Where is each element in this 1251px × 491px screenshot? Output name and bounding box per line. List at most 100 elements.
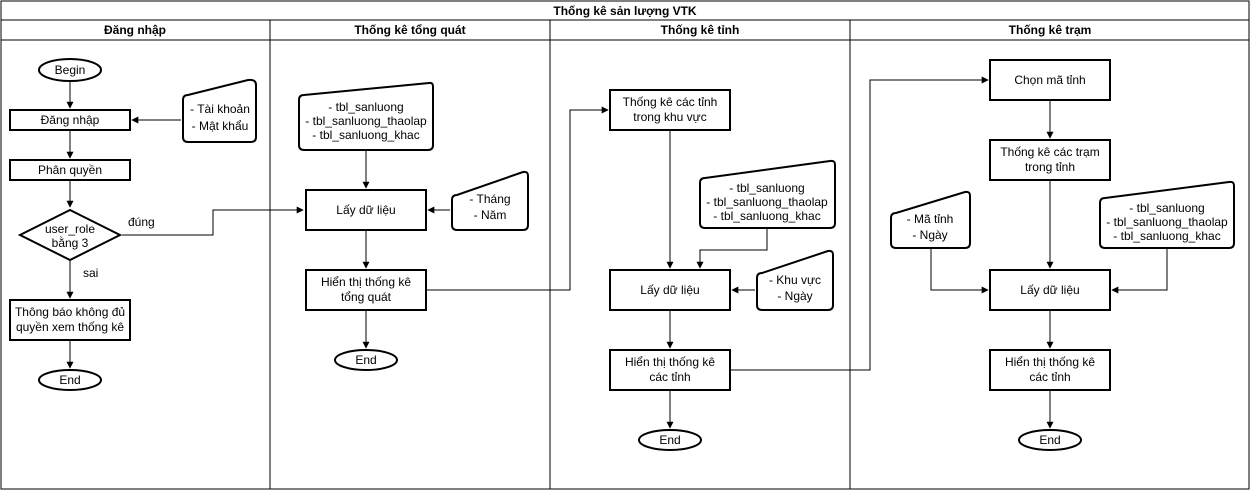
station-tables-line1: - tbl_sanluong [1129, 201, 1204, 215]
station-get-data-shape [989, 269, 1111, 311]
station-get-data: Lấy dữ liệu [989, 269, 1111, 311]
begin-label: Begin [55, 63, 86, 77]
province-tables-line3: - tbl_sanluong_khac [713, 209, 820, 223]
province-tables-line2: - tbl_sanluong_thaolap [706, 195, 828, 209]
login-step-shape [9, 109, 131, 131]
station-end-node: End [1018, 429, 1082, 451]
overview-input-shape [451, 170, 529, 231]
edge-station-input [930, 248, 989, 294]
station-end-label: End [1039, 433, 1060, 447]
overview-input-line1: - Tháng [469, 192, 510, 206]
station-stats-line1: Thống kê các trạm [1000, 145, 1099, 159]
diagram-title: Thống kê sản lượng VTK [553, 4, 697, 18]
overview-show-shape [305, 269, 427, 311]
province-get-data-shape [609, 269, 731, 311]
lane-overview: - tbl_sanluong - tbl_sanluong_thaolap - … [298, 81, 529, 371]
role-decision: user_role bằng 3 [17, 208, 123, 262]
authorize-label: Phân quyền [38, 163, 102, 177]
province-stats: Thống kê các tỉnh trong khu vực [609, 89, 731, 131]
authorize-shape [9, 159, 131, 181]
overview-show: Hiển thị thống kê tổng quát [305, 269, 427, 311]
province-end-label: End [659, 433, 680, 447]
station-tables-line2: - tbl_sanluong_thaolap [1106, 215, 1228, 229]
station-tables: - tbl_sanluong - tbl_sanluong_thaolap - … [1099, 180, 1235, 249]
station-end-shape [1018, 429, 1082, 451]
yes-label: đúng [128, 215, 155, 229]
lane-title-station: Thống kê trạm [1009, 23, 1092, 37]
connectors [66, 76, 1168, 429]
province-show-line1: Hiển thị thống kê [625, 355, 715, 369]
edge-province-tables [696, 228, 768, 269]
station-stats: Thống kê các trạm trong tỉnh [989, 139, 1111, 181]
province-input-shape [756, 249, 834, 311]
province-tables-line1: - tbl_sanluong [729, 181, 804, 195]
deny-message: Thông báo không đủ quyền xem thống kê [9, 299, 131, 341]
province-input-line1: - Khu vực [769, 273, 821, 287]
overview-get-data: Lấy dữ liệu [305, 189, 427, 231]
credentials-line1: - Tài khoản [190, 102, 250, 116]
province-get-data: Lấy dữ liệu [609, 269, 731, 311]
station-show-line2: các tỉnh [1029, 370, 1070, 384]
station-choose: Chọn mã tỉnh [989, 59, 1111, 101]
login-end-shape [38, 369, 102, 391]
station-input-line2: - Ngày [912, 228, 947, 242]
overview-tables-line3: - tbl_sanluong_khac [312, 128, 419, 142]
overview-get-data-shape [305, 189, 427, 231]
station-input-shape [890, 190, 971, 249]
station-tables-shape [1099, 180, 1235, 249]
station-stats-shape [989, 139, 1111, 181]
province-get-data-label: Lấy dữ liệu [640, 283, 699, 297]
lane-title-province: Thống kê tỉnh [661, 23, 740, 37]
province-input-line2: - Ngày [777, 289, 812, 303]
login-end-node: End [38, 369, 102, 391]
province-tables: - tbl_sanluong - tbl_sanluong_thaolap - … [699, 159, 836, 229]
station-input: - Mã tỉnh - Ngày [890, 190, 971, 249]
station-show: Hiển thị thống kê các tỉnh [989, 349, 1111, 391]
deny-line1: Thông báo không đủ [15, 305, 125, 319]
edge-province-to-station [730, 76, 989, 371]
overview-input-line2: - Năm [474, 208, 507, 222]
edge-decision-yes [122, 206, 304, 236]
role-decision-shape [17, 208, 123, 262]
login-end-label: End [59, 373, 80, 387]
edge-overview-to-province [426, 106, 609, 291]
station-stats-line2: trong tỉnh [1025, 160, 1075, 174]
login-step: Đăng nhập [9, 109, 131, 131]
province-end-node: End [638, 429, 702, 451]
overview-show-line1: Hiển thị thống kê [321, 275, 411, 289]
authorize-step: Phân quyền [9, 159, 131, 181]
overview-tables: - tbl_sanluong - tbl_sanluong_thaolap - … [298, 81, 434, 151]
credentials-input-shape [182, 78, 257, 143]
station-choose-label: Chọn mã tỉnh [1014, 73, 1085, 87]
overview-end-label: End [355, 353, 376, 367]
lane-title-overview: Thống kê tổng quát [354, 23, 465, 37]
login-step-label: Đăng nhập [41, 113, 100, 127]
province-show: Hiển thị thống kê các tỉnh [609, 349, 731, 391]
credentials-line2: - Mật khẩu [192, 119, 249, 133]
province-show-shape [609, 349, 731, 391]
role-decision-line2: bằng 3 [52, 235, 89, 250]
overview-show-line2: tổng quát [341, 290, 392, 304]
lane-title-login: Đăng nhập [104, 23, 166, 37]
province-input: - Khu vực - Ngày [756, 249, 834, 311]
lane-province: Thống kê các tỉnh trong khu vực - tbl_sa… [609, 89, 836, 451]
overview-tables-line2: - tbl_sanluong_thaolap [305, 114, 427, 128]
overview-input: - Tháng - Năm [451, 170, 529, 231]
lane-login: Begin Đăng nhập - Tài khoản - Mật khẩu P… [9, 58, 257, 391]
station-show-line1: Hiển thị thống kê [1005, 355, 1095, 369]
overview-tables-shape [298, 81, 434, 151]
overview-end-shape [334, 349, 398, 371]
station-show-shape [989, 349, 1111, 391]
deny-message-shape [9, 299, 131, 341]
no-label: sai [83, 266, 98, 280]
lane-station: Chọn mã tỉnh Thống kê các trạm trong tỉn… [890, 59, 1235, 451]
credentials-input: - Tài khoản - Mật khẩu [182, 78, 257, 143]
province-stats-shape [609, 89, 731, 131]
province-show-line2: các tỉnh [649, 370, 690, 384]
station-tables-line3: - tbl_sanluong_khac [1113, 229, 1220, 243]
province-tables-shape [699, 159, 836, 229]
role-decision-line1: user_role [45, 222, 95, 236]
deny-line2: quyền xem thống kê [16, 320, 124, 334]
station-get-data-label: Lấy dữ liệu [1020, 283, 1079, 297]
